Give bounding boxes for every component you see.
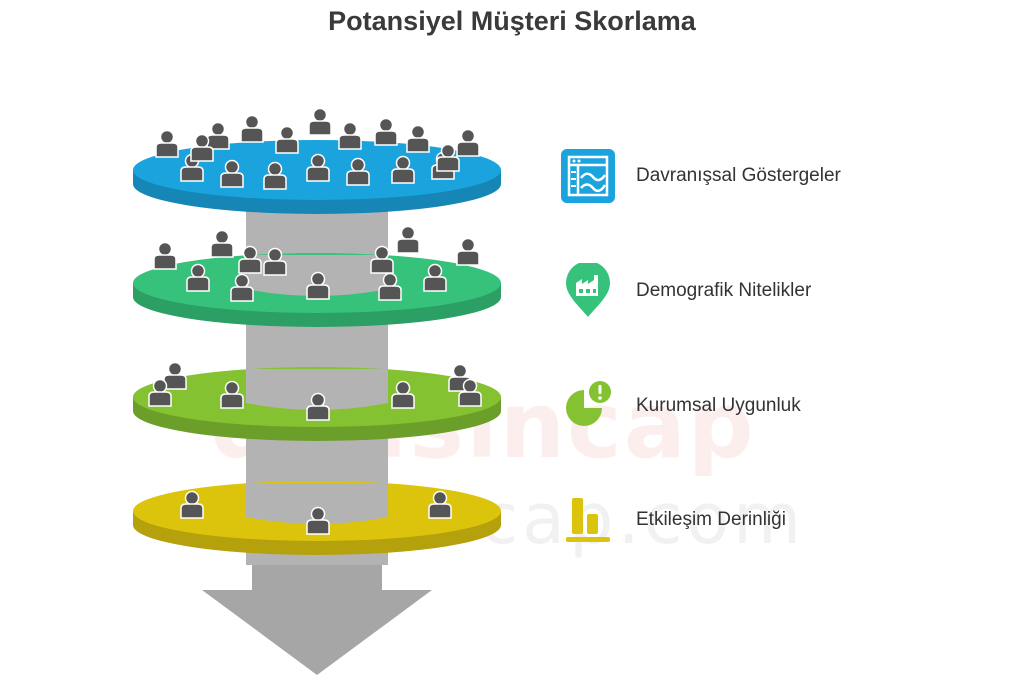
legend-item-behavioral: Davranışsal Göstergeler — [560, 146, 841, 206]
bar-chart-icon — [560, 492, 616, 548]
person-icon — [206, 121, 230, 150]
legend-item-demographic: Demografik Nitelikler — [560, 261, 811, 321]
person-icon — [155, 129, 179, 158]
pie-chart-alert-icon — [560, 378, 616, 434]
pillar-through-disc — [246, 369, 388, 410]
person-icon — [153, 241, 177, 270]
person-icon — [456, 237, 480, 266]
legend-label-engagement: Etkileşim Derinliği — [636, 509, 786, 530]
legend-item-corporate: Kurumsal Uygunluk — [560, 376, 801, 436]
person-icon — [456, 128, 480, 157]
factory-location-pin-icon — [560, 263, 616, 319]
page-title: Potansiyel Müşteri Skorlama — [328, 6, 696, 36]
analytics-dashboard-icon — [560, 148, 616, 204]
person-icon — [210, 229, 234, 258]
person-icon — [338, 121, 362, 150]
legend-item-engagement: Etkileşim Derinliği — [560, 490, 786, 550]
legend-label-corporate: Kurumsal Uygunluk — [636, 395, 801, 416]
person-icon — [163, 361, 187, 390]
person-icon — [308, 107, 332, 136]
person-icon — [240, 114, 264, 143]
person-icon — [396, 225, 420, 254]
person-icon — [406, 124, 430, 153]
pillar-through-disc — [246, 483, 388, 524]
funnel-arrow — [202, 560, 432, 675]
legend-label-demographic: Demografik Nitelikler — [636, 280, 812, 301]
legend-label-behavioral: Davranışsal Göstergeler — [636, 165, 841, 186]
person-icon — [374, 117, 398, 146]
person-icon — [275, 125, 299, 154]
